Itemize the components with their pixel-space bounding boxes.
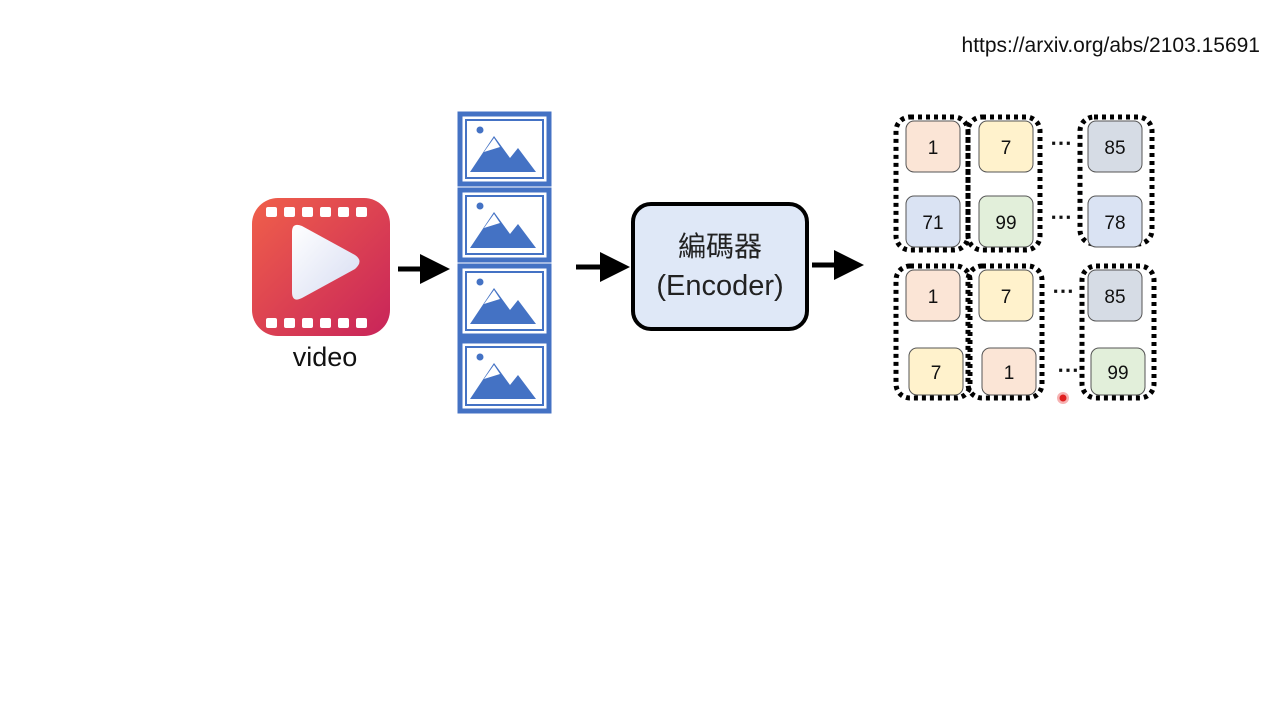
frame-image-icon — [457, 187, 552, 263]
token-box — [1087, 269, 1143, 322]
video-label: video — [292, 342, 358, 372]
token-value: 85 — [1104, 138, 1125, 159]
token-box — [978, 120, 1034, 173]
token-box — [908, 347, 964, 396]
token-value: 7 — [931, 363, 942, 384]
frame-image-icon — [457, 263, 552, 339]
token-box — [1090, 347, 1146, 396]
token-value: 7 — [1001, 138, 1012, 159]
token-value: 99 — [995, 213, 1016, 234]
ellipsis: ⋯ — [1052, 278, 1074, 303]
frame-image-icon — [457, 338, 552, 414]
token-box — [981, 347, 1037, 396]
token-box — [978, 195, 1034, 248]
token-value: 1 — [1004, 363, 1015, 384]
token-box — [1087, 195, 1143, 248]
token-box — [978, 269, 1034, 322]
source-url: https://arxiv.org/abs/2103.15691 — [961, 34, 1260, 57]
token-value: 85 — [1104, 287, 1125, 308]
frame-stack — [457, 111, 552, 414]
token-column-outline — [893, 263, 973, 401]
token-box — [1087, 120, 1143, 173]
encoder-title: 編碼器 — [677, 229, 762, 263]
token-column-outline — [965, 263, 1045, 401]
token-box — [905, 195, 961, 248]
token-value: 1 — [928, 287, 939, 308]
ellipsis: ⋯ — [1050, 204, 1072, 229]
ellipsis: ⋯ — [1057, 357, 1079, 382]
token-value: 99 — [1107, 363, 1128, 384]
pointer-dot — [1057, 392, 1069, 404]
token-value: 1 — [928, 138, 939, 159]
video-icon — [252, 198, 390, 336]
ellipsis: ⋯ — [1050, 130, 1072, 155]
encoder-subtitle: (Encoder) — [656, 269, 784, 302]
token-value: 78 — [1104, 213, 1125, 234]
token-box — [905, 269, 961, 322]
frame-image-icon — [457, 111, 552, 187]
token-value: 7 — [1001, 287, 1012, 308]
encoder-box: 編碼器 (Encoder) — [631, 202, 809, 331]
token-box — [905, 120, 961, 173]
token-value: 71 — [922, 213, 943, 234]
play-icon — [292, 224, 360, 300]
